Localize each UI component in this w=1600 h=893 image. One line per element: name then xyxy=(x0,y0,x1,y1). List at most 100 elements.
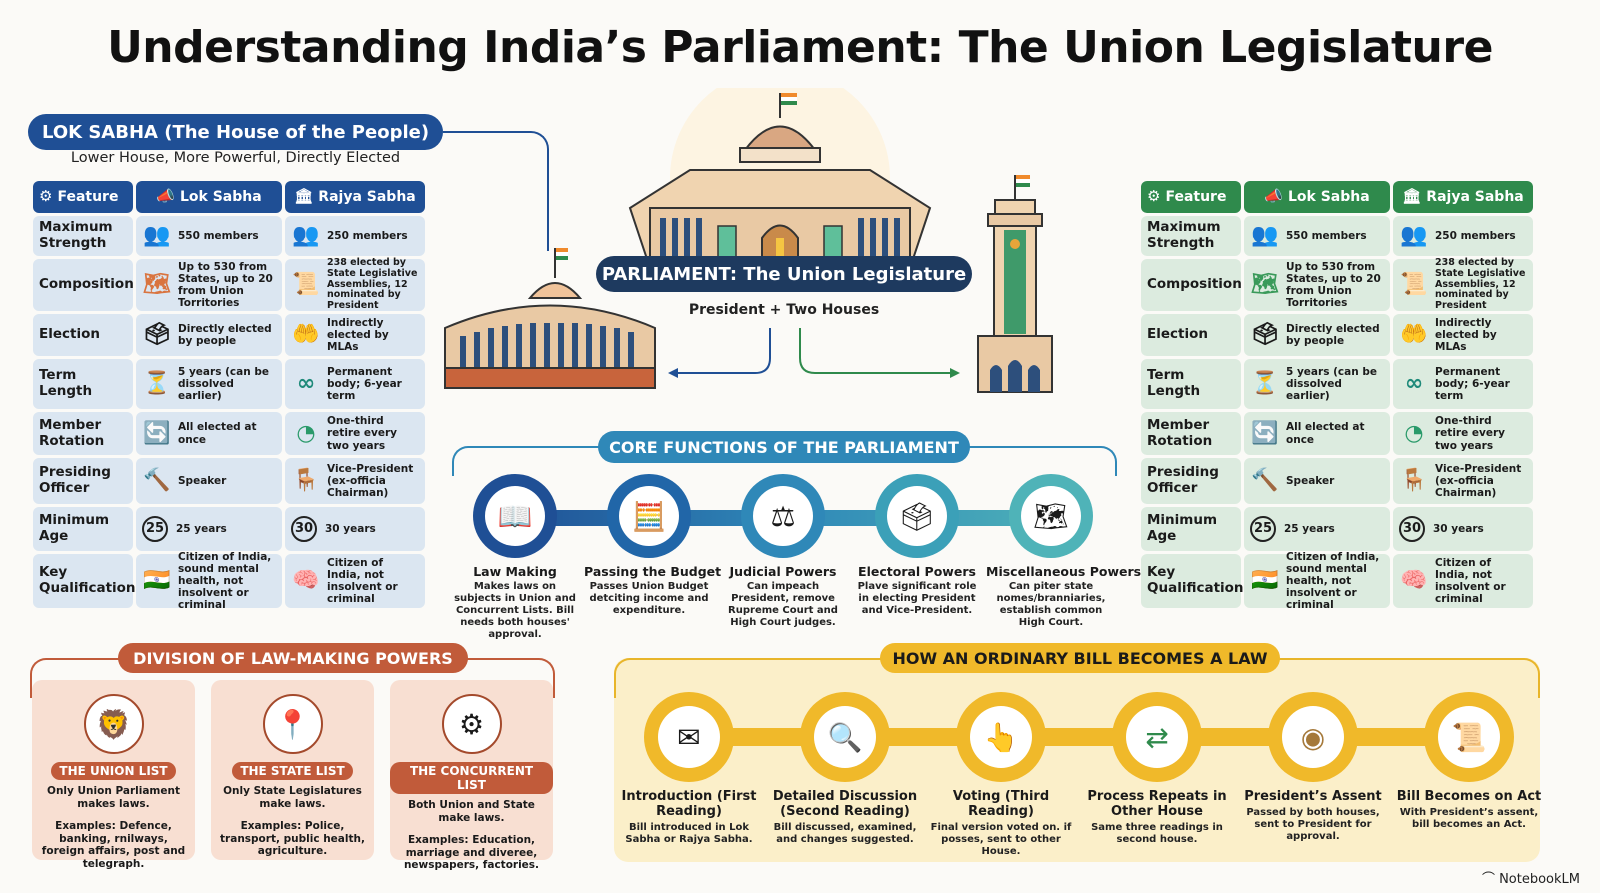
core-function-item: 🧮 Passing the Budget Passes Union Budget… xyxy=(584,474,721,641)
list-desc: Both Union and State make laws. xyxy=(408,799,535,824)
bill-step: ◉ President’s Assent Passed by both hous… xyxy=(1238,692,1388,858)
lok-cell: 🗳Directly elected by people xyxy=(1244,314,1390,356)
lok-sabha-subtitle: Lower House, More Powerful, Directly Ele… xyxy=(70,150,401,166)
lok-value: 550 members xyxy=(1286,229,1367,242)
speaker-megaphone-icon: 📣 xyxy=(1264,187,1283,206)
table-row: Maximum Strength 👥550 members 👥250 membe… xyxy=(1141,216,1536,256)
feature-label: Election xyxy=(33,314,133,356)
bill-step: 🔍 Detailed Discussion (Second Reading) B… xyxy=(770,692,920,858)
rajya-sabha-building-illustration xyxy=(977,175,1053,393)
core-function-item: 🗺 Miscellaneous Powers Can piter state n… xyxy=(986,474,1141,641)
lok-value: Up to 530 from States, up to 20 from Uni… xyxy=(178,260,273,310)
group-icon: 👥 xyxy=(1400,223,1428,249)
list-desc: Only State Legislatures make laws. xyxy=(223,785,362,810)
core-function-title: Electoral Powers xyxy=(858,564,976,579)
brand-text: NotebookLM xyxy=(1499,872,1580,887)
header-lok-sabha: 📣Lok Sabha xyxy=(1244,181,1390,213)
scroll-pen-icon: 📜 xyxy=(292,272,320,298)
table-header-row: ⚙Feature 📣Lok Sabha 🏛Rajya Sabha xyxy=(33,181,428,213)
list-desc: Only Union Parliament makes laws. xyxy=(47,785,180,810)
bill-step: 👆 Voting (Third Reading) Final version v… xyxy=(926,692,1076,858)
header-rajya-sabha: 🏛Rajya Sabha xyxy=(1393,181,1533,213)
core-function-circle: 🧮 xyxy=(607,474,691,558)
lok-value: Up to 530 from States, up to 20 from Uni… xyxy=(1286,260,1381,310)
feature-label: Minimum Age xyxy=(33,507,133,551)
rajya-value: 250 members xyxy=(327,229,408,242)
rajya-value: One-third retire every two years xyxy=(1435,415,1505,452)
rajya-value: Citizen of India, not insolvent or crimi… xyxy=(327,556,398,606)
parliament-building-illustration xyxy=(444,88,960,389)
bill-step: ⇄ Process Repeats in Other House Same th… xyxy=(1082,692,1232,858)
split-arrows-icon: ⇄ xyxy=(1126,706,1188,768)
feature-label: Member Rotation xyxy=(33,412,133,455)
group-icon: 👥 xyxy=(292,223,320,249)
lok-cell: ⏳ 5 years (can be dissolved earlier) xyxy=(1244,359,1390,409)
bill-step-title: President’s Assent xyxy=(1244,789,1382,804)
speaker-megaphone-icon: 📣 xyxy=(156,187,175,206)
india-map-icon: 🗺 xyxy=(1251,272,1279,298)
core-function-item: 🗳 Electoral Powers Plave significant rol… xyxy=(852,474,982,641)
page-title: Understanding India’s Parliament: The Un… xyxy=(107,22,1493,73)
gear-icon: ⚙ xyxy=(1147,187,1161,206)
age-circle-icon: 30 xyxy=(291,516,317,542)
certificate-icon: 📜 xyxy=(1438,706,1500,768)
header-rajya-sabha: 🏛Rajya Sabha xyxy=(285,181,425,213)
header-label: Lok Sabha xyxy=(1287,188,1370,205)
bill-process-panel xyxy=(614,658,1540,862)
core-function-title: Judicial Powers xyxy=(729,564,837,579)
bill-step-title: Detailed Discussion (Second Reading) xyxy=(772,789,918,819)
infinity-icon: ∞ xyxy=(296,371,316,397)
india-flag-icon: 🇮🇳 xyxy=(143,568,171,594)
header-label: Rajya Sabha xyxy=(318,188,416,205)
lok-cell: 🔄All elected at once xyxy=(136,412,282,455)
list-badge: THE CONCURRENT LIST xyxy=(390,762,553,794)
rajya-cell: ◔One-third retire every two years xyxy=(1393,412,1533,455)
table-row: Key Qualifications 🇮🇳Citizen of India, s… xyxy=(1141,551,1536,611)
rajya-value: Vice-President (ex-officia Chairman) xyxy=(1435,462,1522,500)
assembly-hall-icon: 🏛 xyxy=(1402,187,1422,206)
rajya-value: Vice-President (ex-officia Chairman) xyxy=(327,462,414,500)
table-row: Key Qualifications 🇮🇳Citizen of India, s… xyxy=(33,550,428,612)
scroll-pen-icon: 📜 xyxy=(1400,272,1428,298)
comparison-table-blue: ⚙Feature 📣Lok Sabha 🏛Rajya Sabha Maximum… xyxy=(33,181,428,611)
list-examples: Examples: Defence, banking, rnilways, fo… xyxy=(41,820,186,870)
feature-label: Presiding Officer xyxy=(1141,458,1241,504)
lok-value: Directly elected by people xyxy=(178,322,272,347)
hourglass-icon: ⏳ xyxy=(143,371,171,397)
feature-label: Term Length xyxy=(33,359,133,409)
lok-cell: 🔨Speaker xyxy=(1244,458,1390,504)
list-badge: THE UNION LIST xyxy=(51,762,176,780)
rajya-value: 250 members xyxy=(1435,229,1516,242)
gear-icon: ⚙ xyxy=(39,187,53,206)
lok-cell: 🗳Directly elected by people xyxy=(136,314,282,356)
lok-value: All elected at once xyxy=(1286,421,1365,446)
hourglass-icon: ⏳ xyxy=(1251,371,1279,397)
lok-value: 5 years (can be dissolved earlier) xyxy=(1286,365,1377,403)
rajya-cell: 👥 250 members xyxy=(285,216,425,256)
lok-cell: 👥 550 members xyxy=(1244,216,1390,256)
bill-process-title: HOW AN ORDINARY BILL BECOMES A LAW xyxy=(880,643,1280,673)
core-functions-title: CORE FUNCTIONS OF THE PARLIAMENT xyxy=(598,431,970,463)
feature-label: Election xyxy=(1141,314,1241,356)
brain-icon: 🧠 xyxy=(1400,568,1428,594)
lok-value: Speaker xyxy=(1286,474,1335,487)
list-badge: THE STATE LIST xyxy=(232,762,353,780)
header-feature: ⚙Feature xyxy=(1141,181,1241,213)
lok-value: Citizen of India, sound mental health, n… xyxy=(178,550,272,612)
age-circle-icon: 25 xyxy=(1250,516,1276,542)
bill-step-circle: ✉ xyxy=(644,692,734,782)
header-feature: ⚙Feature xyxy=(33,181,133,213)
table-row: Election 🗳Directly elected by people 🤲In… xyxy=(33,314,428,356)
rajya-value: Citizen of India, not insolvent or crimi… xyxy=(1435,556,1506,606)
table-row: Composition 🗺Up to 530 from States, up t… xyxy=(33,256,428,312)
table-header-row: ⚙Feature 📣Lok Sabha 🏛Rajya Sabha xyxy=(1141,181,1536,213)
list-examples: Examples: Police, transport, public heal… xyxy=(220,820,365,858)
core-function-desc: Plave significant role in electing Presi… xyxy=(857,581,977,616)
group-icon: 👥 xyxy=(1251,223,1279,249)
rajya-value: 238 elected by State Legislative Assembl… xyxy=(327,256,418,312)
table-row: Composition 🗺Up to 530 from States, up t… xyxy=(1141,257,1536,311)
book-quill-icon: 📖 xyxy=(485,486,545,546)
lok-value: Directly elected by people xyxy=(1286,322,1380,347)
rajya-cell: 📜 238 elected by State Legislative Assemb… xyxy=(285,256,425,312)
